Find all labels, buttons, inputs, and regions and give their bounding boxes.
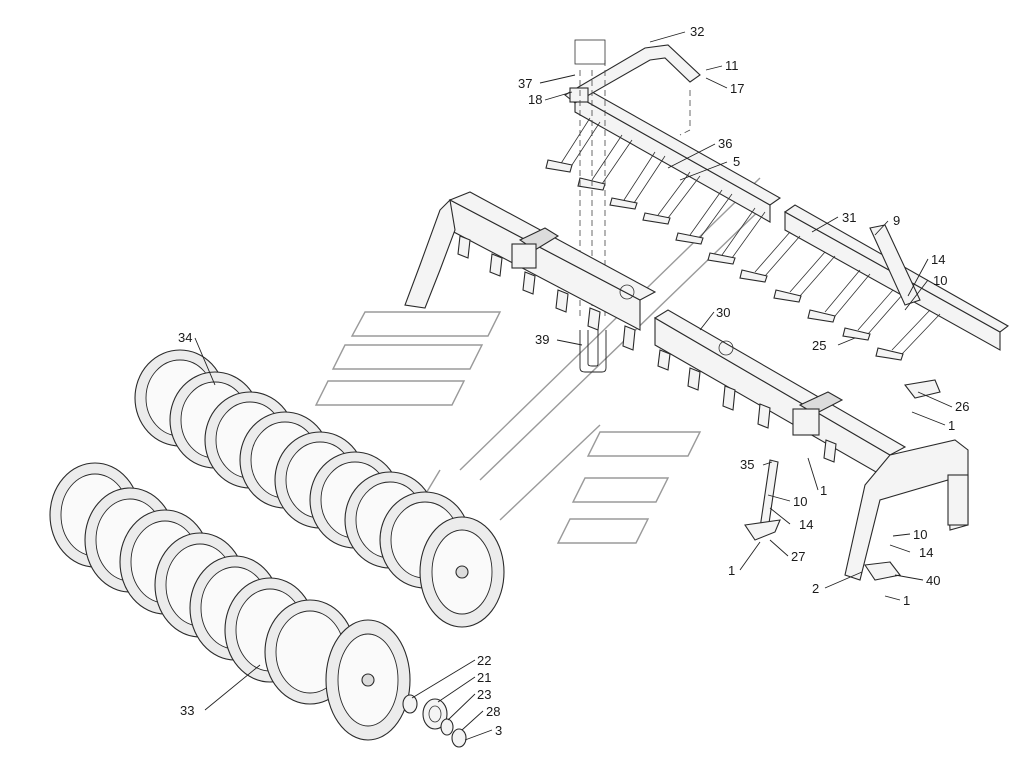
callout-35: 35 (740, 457, 754, 472)
callout-34: 34 (178, 330, 192, 345)
callout-25: 25 (812, 338, 826, 353)
callout-28: 28 (486, 704, 500, 719)
callout-26: 26 (955, 399, 969, 414)
callout-1-a: 1 (948, 418, 955, 433)
drag-bar-35 (744, 224, 941, 581)
callout-30: 30 (716, 305, 730, 320)
callout-3: 3 (495, 723, 502, 738)
callout-11: 11 (725, 58, 739, 73)
callout-10-upper: 10 (933, 273, 947, 288)
callout-1-c: 1 (728, 563, 735, 578)
roller-33 (49, 462, 411, 741)
callout-10-mid: 10 (793, 494, 807, 509)
leader-lines (194, 31, 953, 741)
callout-37: 37 (518, 76, 532, 91)
callout-labels: 32 11 17 37 18 36 5 31 9 14 10 25 30 39 … (178, 24, 969, 738)
roller-34 (134, 349, 505, 628)
callout-36: 36 (718, 136, 732, 151)
callout-9: 9 (893, 213, 900, 228)
main-frame-30 (404, 191, 969, 581)
top-bracket-32 (564, 39, 701, 320)
callout-27: 27 (791, 549, 805, 564)
callout-14-upper: 14 (931, 252, 945, 267)
callout-40: 40 (926, 573, 940, 588)
callout-1-b: 1 (820, 483, 827, 498)
callout-17: 17 (730, 81, 744, 96)
callout-21: 21 (477, 670, 491, 685)
callout-5: 5 (733, 154, 740, 169)
callout-33: 33 (180, 703, 194, 718)
u-bolt-39 (579, 330, 607, 373)
callout-39: 39 (535, 332, 549, 347)
hub-assembly (402, 694, 467, 748)
callout-14-lower: 14 (919, 545, 933, 560)
callout-18: 18 (528, 92, 542, 107)
callout-10-lower: 10 (913, 527, 927, 542)
callout-2: 2 (812, 581, 819, 596)
callout-23: 23 (477, 687, 491, 702)
callout-31: 31 (842, 210, 856, 225)
callout-22: 22 (477, 653, 491, 668)
callout-14-mid: 14 (799, 517, 813, 532)
callout-1-d: 1 (903, 593, 910, 608)
callout-32: 32 (690, 24, 704, 39)
